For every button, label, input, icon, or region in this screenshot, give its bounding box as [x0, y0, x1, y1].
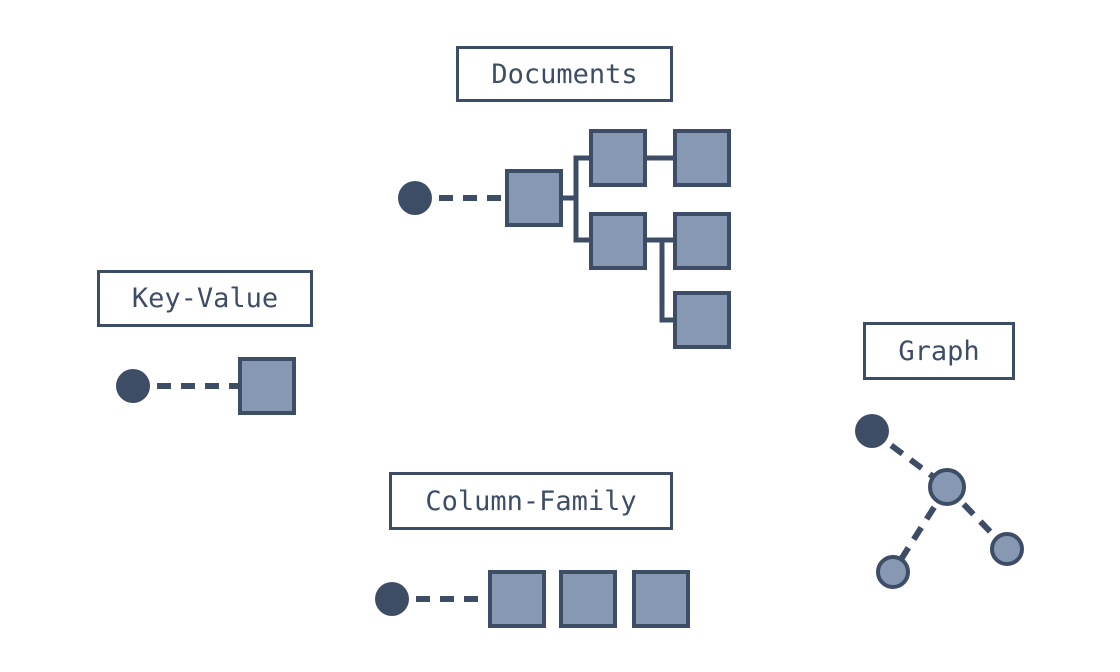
column-family-square-3 — [632, 570, 690, 628]
graph-label: Graph — [898, 335, 980, 367]
graph-label-box: Graph — [863, 322, 1015, 380]
documents-label-box: Documents — [456, 46, 673, 102]
documents-tree-connectors — [558, 155, 676, 323]
documents-square-bottom — [673, 291, 731, 349]
documents-square-top-1 — [589, 129, 647, 187]
column-family-square-2 — [559, 570, 617, 628]
column-family-square-1 — [488, 570, 546, 628]
graph-left-node — [876, 555, 910, 589]
documents-key-dot — [398, 181, 432, 215]
key-value-square — [238, 357, 296, 415]
documents-label: Documents — [491, 58, 638, 90]
documents-square-top-2 — [673, 129, 731, 187]
key-value-key-dot — [116, 369, 150, 403]
key-value-label: Key-Value — [131, 283, 279, 314]
documents-square-mid-1 — [589, 212, 647, 270]
documents-square-mid-2 — [673, 212, 731, 270]
column-family-label-box: Column-Family — [389, 472, 673, 530]
graph-right-node — [990, 532, 1024, 566]
column-family-key-dot — [375, 582, 409, 616]
key-value-label-box: Key-Value — [97, 270, 313, 327]
graph-center-node — [928, 468, 966, 506]
graph-root-node — [855, 414, 889, 448]
column-family-label: Column-Family — [425, 485, 637, 517]
documents-root-square — [505, 169, 563, 227]
